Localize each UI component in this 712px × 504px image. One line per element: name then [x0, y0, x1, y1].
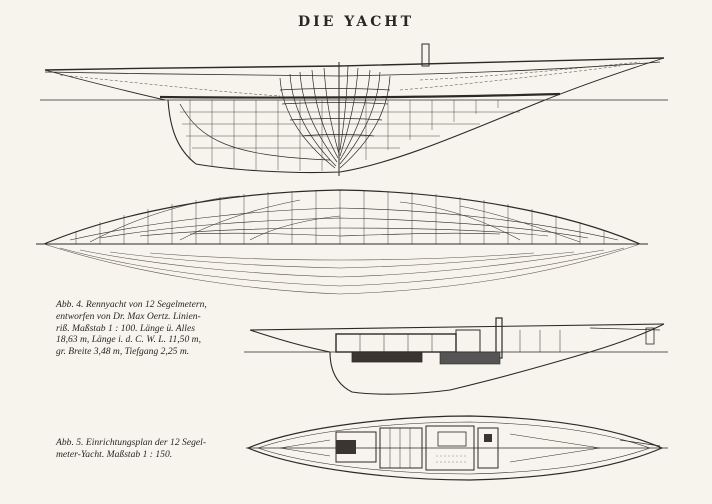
half-breadth-drawing — [36, 189, 648, 295]
caption-line: riß. Maßstab 1 : 100. Länge ü. Alles — [56, 322, 195, 334]
deck-plan-drawing — [246, 415, 668, 481]
interior-profile-drawing — [244, 317, 668, 395]
caption-line: entworfen von Dr. Max Oertz. Linien- — [56, 310, 201, 322]
figure4-caption: Abb. 4. Rennyacht von 12 Segelmetern, en… — [56, 299, 256, 358]
caption-line: 18,63 m, Länge i. d. C. W. L. 11,50 m, — [56, 334, 201, 346]
caption-line: Abb. 5. Einrichtungsplan der 12 Segel- — [56, 437, 207, 448]
profile-drawing — [40, 43, 668, 176]
caption-line: meter-Yacht. Maßstab 1 : 150. — [56, 448, 173, 460]
caption-line: gr. Breite 3,48 m, Tiefgang 2,25 m. — [56, 346, 190, 358]
figure5-caption: Abb. 5. Einrichtungsplan der 12 Segel- m… — [56, 437, 246, 461]
page-title: DIE YACHT — [298, 14, 414, 30]
caption-line: Abb. 4. Rennyacht von 12 Segelmetern, — [56, 299, 207, 310]
